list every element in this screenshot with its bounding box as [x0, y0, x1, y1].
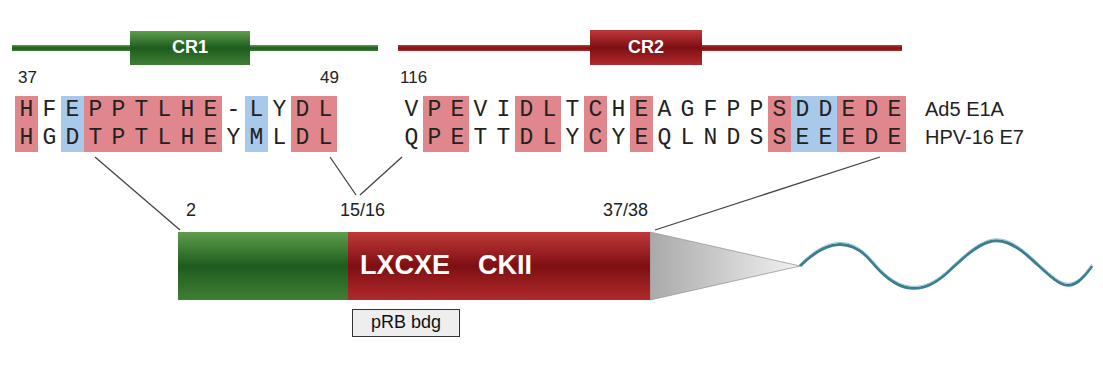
residue-number: 37: [18, 68, 37, 88]
sequence-text: QPETTDLYCYEQLNDSSEEEDE: [400, 124, 911, 152]
protein-name: HPV-16 E7: [925, 126, 1024, 149]
unstructured-tail: [800, 241, 1092, 289]
sequence-text: HFEPPTLHE-LYDL: [15, 96, 342, 124]
residue-number: 2: [186, 200, 196, 221]
domain-segment: LXCXE CKII: [348, 232, 650, 300]
taper: [650, 232, 800, 300]
region-label: CR1: [172, 38, 208, 58]
leader-line: [655, 157, 880, 230]
binding-box: pRB bdg: [352, 309, 460, 337]
motif-label: LXCXE: [360, 251, 450, 281]
residue-number: 49: [320, 68, 339, 88]
leader-line: [95, 157, 180, 230]
motif-label: CKII: [478, 251, 532, 281]
region-label: pRB bdg: [371, 313, 441, 333]
residue-number: 15/16: [340, 200, 385, 221]
residue-number: 116: [400, 68, 427, 88]
leader-line: [330, 157, 356, 195]
protein-name: Ad5 E1A: [925, 98, 1004, 121]
region-box: CR1: [130, 31, 250, 65]
sequence-text: VPEVIDLTCHEAGFPPSDDEDE: [400, 96, 911, 124]
residue-number: 37/38: [603, 200, 648, 221]
leader-line: [360, 157, 402, 195]
region-box: CR2: [590, 30, 702, 65]
green-domain: [178, 232, 349, 300]
unstructured-tail-highlight: [800, 239, 1092, 287]
region-label: CR2: [628, 38, 664, 58]
sequence-text: HGDTPTLHEYMLDL: [15, 124, 342, 152]
